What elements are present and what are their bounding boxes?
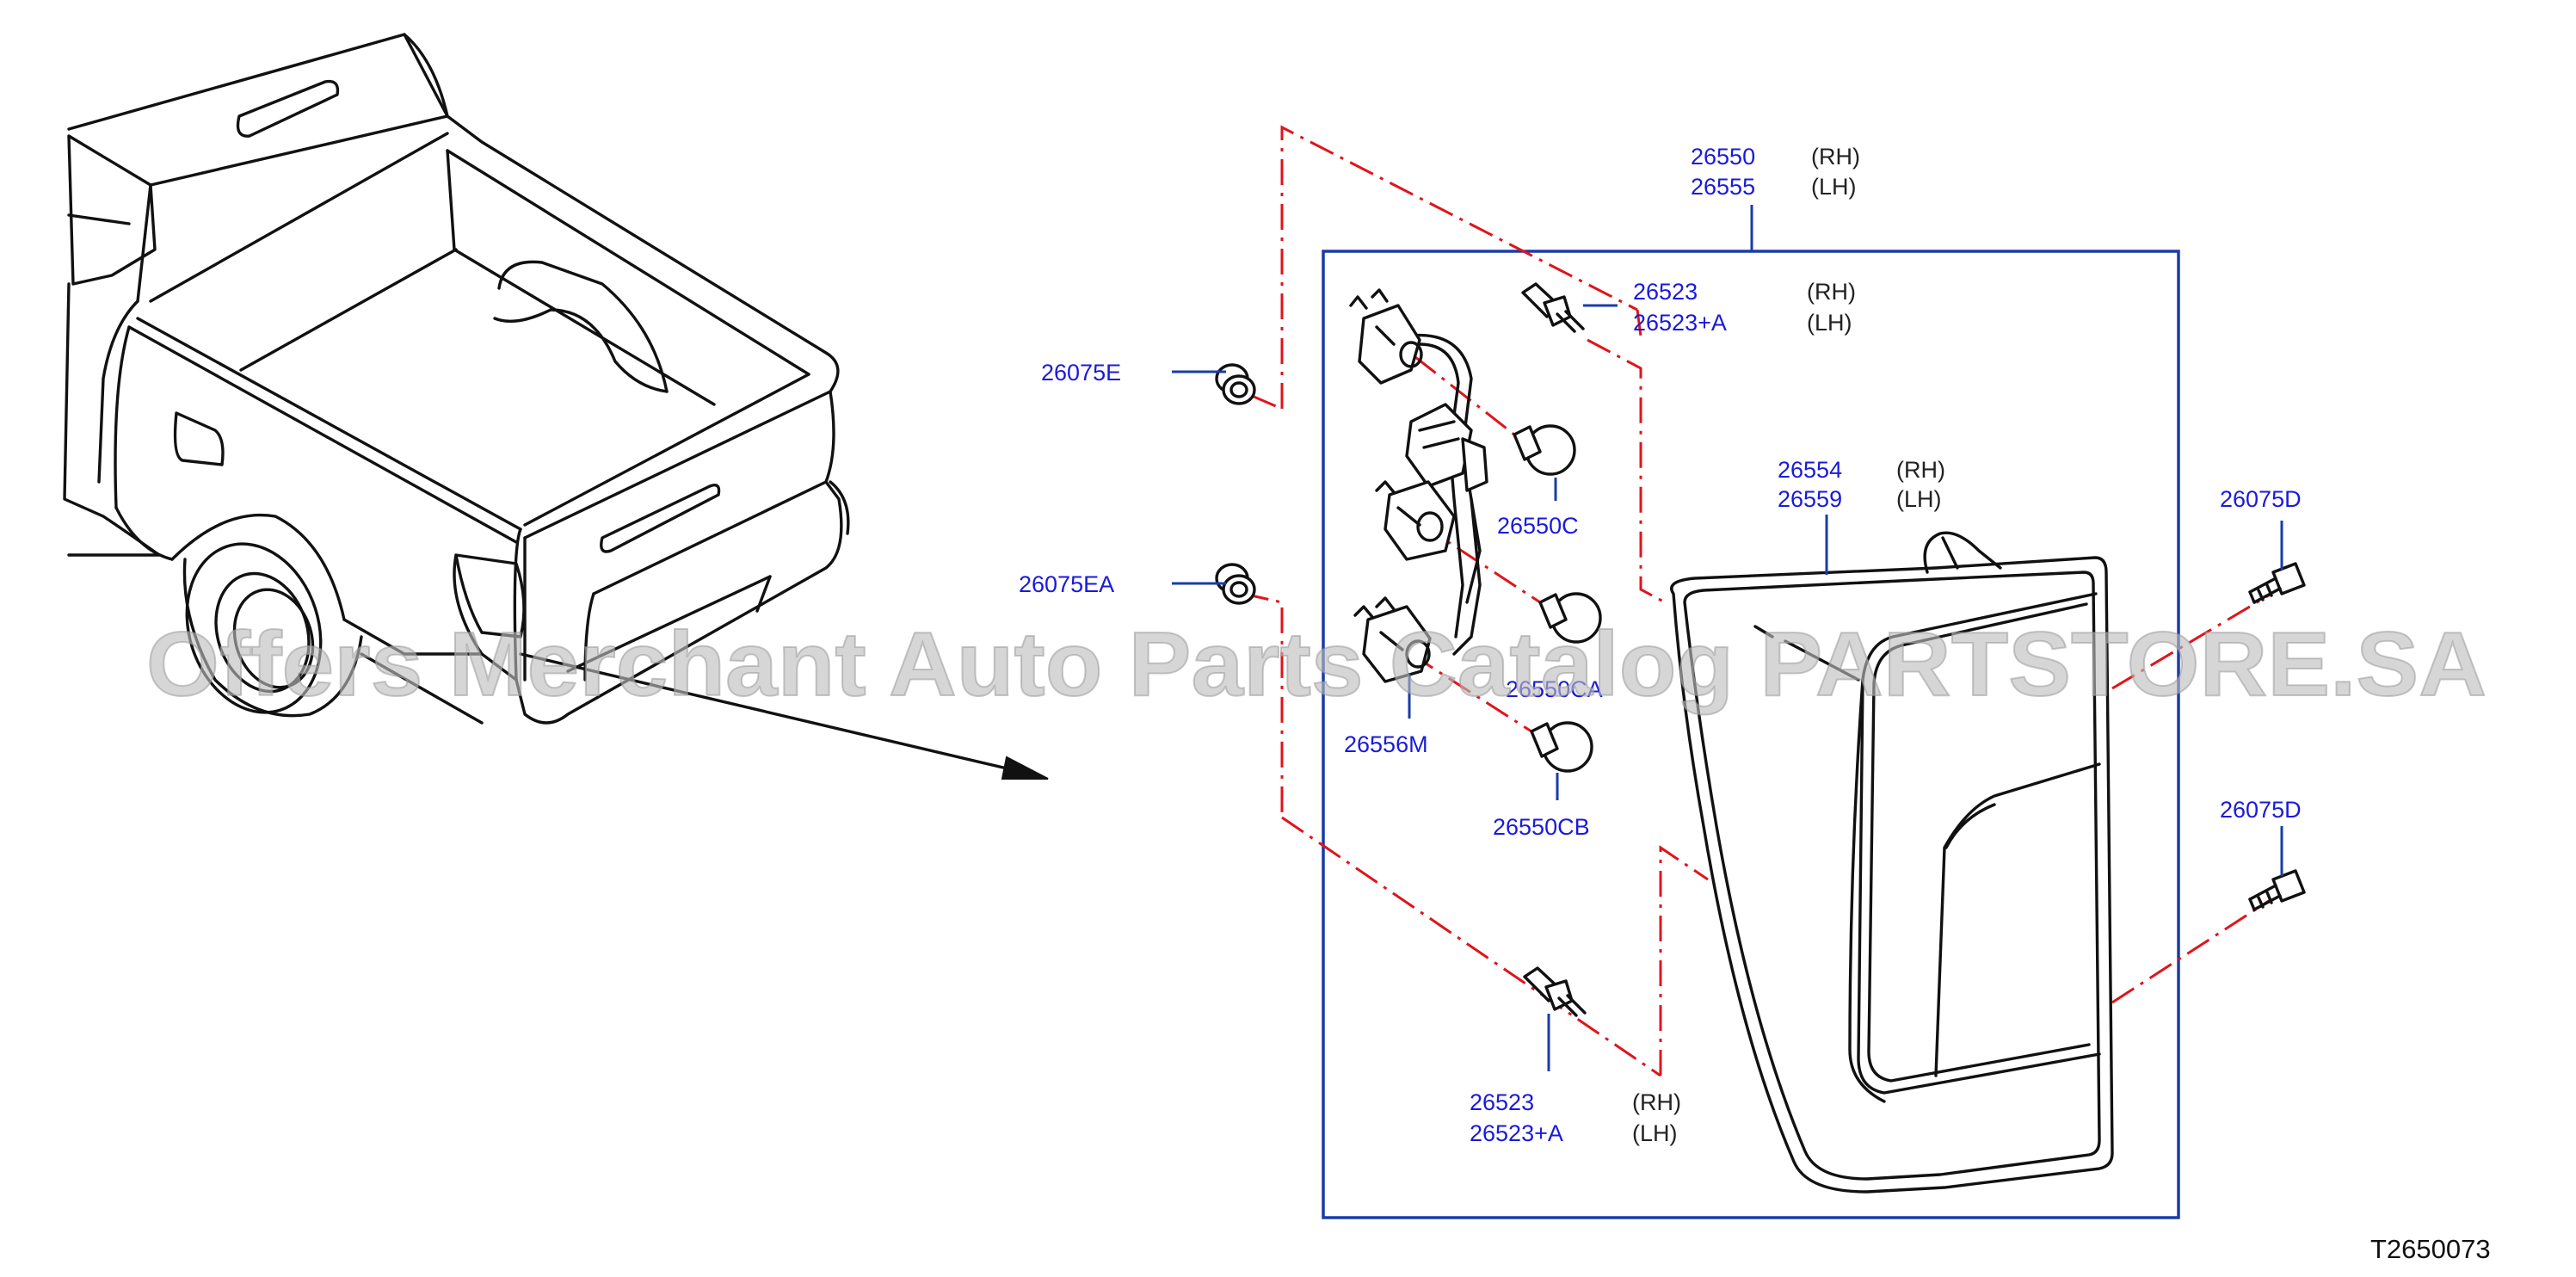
watermark-text: Offers Merchant Auto Parts Catalog PARTS… xyxy=(146,614,2487,715)
callout-screw-lower: 26075D xyxy=(2220,797,2302,823)
assembly-frame xyxy=(1322,205,2180,1219)
screw-upper xyxy=(2248,562,2306,604)
bulb-middle xyxy=(1538,592,1602,644)
grommet-upper xyxy=(1215,363,1256,405)
callout-lamp-assy-lh: 26555 xyxy=(1691,174,1755,200)
callout-screw-upper: 26075D xyxy=(2220,486,2302,512)
callout-grommet-upper: 26075E xyxy=(1041,360,1121,386)
diagram-reference-code: T2650073 xyxy=(2370,1234,2491,1264)
callout-bulb-upper: 26550C xyxy=(1497,513,1579,539)
callouts: 26550 (RH) 26555 (LH) 26523 (RH) 26523+A… xyxy=(1019,144,2302,1146)
truck-illustration xyxy=(63,33,1049,780)
callout-lamp-assy-rh: 26550 xyxy=(1691,144,1755,170)
clip-bottom xyxy=(1523,966,1587,1017)
callout-clip-bottom-rh: 26523 xyxy=(1470,1089,1534,1115)
fasteners xyxy=(1215,282,2306,1017)
clip-top xyxy=(1521,282,1585,333)
callout-clip-bottom-lh: 26523+A xyxy=(1470,1120,1563,1146)
callout-harness: 26556M xyxy=(1344,731,1428,757)
callout-clip-top-lh-side: (LH) xyxy=(1807,310,1852,336)
callout-lens-rh: 26554 xyxy=(1778,457,1842,483)
callout-clip-top-lh: 26523+A xyxy=(1633,310,1727,336)
harness-and-sockets xyxy=(1349,288,1488,683)
callout-bulb-lower: 26550CB xyxy=(1493,814,1590,840)
grommet-lower xyxy=(1215,563,1256,605)
callout-bulb-middle: 26550CA xyxy=(1506,676,1603,702)
lamp-body xyxy=(1670,531,2114,1194)
callout-lens-lh: 26559 xyxy=(1778,486,1842,512)
bulb-upper xyxy=(1513,424,1576,476)
leader-lines xyxy=(1172,304,2283,1071)
callout-lamp-assy-lh-side: (LH) xyxy=(1811,174,1857,200)
callout-clip-top-rh-side: (RH) xyxy=(1807,279,1856,305)
bulbs xyxy=(1513,424,1602,773)
callout-lamp-assy-rh-side: (RH) xyxy=(1811,144,1860,170)
callout-clip-top-rh: 26523 xyxy=(1633,279,1698,305)
callout-lens-rh-side: (RH) xyxy=(1896,457,1945,483)
screw-lower xyxy=(2248,869,2306,911)
phantom-lines xyxy=(1242,125,2272,1077)
callout-grommet-lower: 26075EA xyxy=(1019,571,1114,597)
callout-clip-bottom-rh-side: (RH) xyxy=(1632,1089,1681,1115)
bulb-lower xyxy=(1530,721,1593,773)
callout-clip-bottom-lh-side: (LH) xyxy=(1632,1120,1678,1146)
callout-lens-lh-side: (LH) xyxy=(1896,486,1942,512)
